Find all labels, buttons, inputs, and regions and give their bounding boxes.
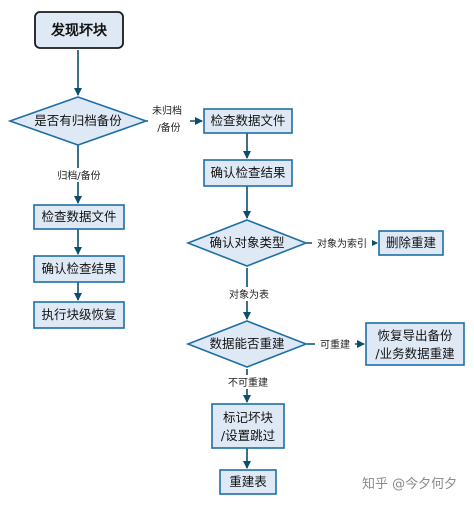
nodes: 发现坏块 是否有归档备份 检查数据文件 确认检查结果 执行块级恢复 检查数据文件… xyxy=(7,11,465,495)
node-right-confirm: 确认检查结果 xyxy=(203,159,293,187)
node-decision-type: 确认对象类型 xyxy=(185,219,309,267)
node-decision-archive: 是否有归档备份 xyxy=(7,96,149,146)
node-right-check-file-label: 检查数据文件 xyxy=(210,113,285,128)
node-decision-rebuild-label: 数据能否重建 xyxy=(209,336,285,351)
node-left-confirm-label: 确认检查结果 xyxy=(41,261,117,276)
node-left-confirm: 确认检查结果 xyxy=(33,255,125,283)
node-decision-rebuild: 数据能否重建 xyxy=(185,320,309,368)
edge-label-archived: 归档/备份 xyxy=(57,169,100,182)
node-restore-export-label-line1: 恢复导出备份 xyxy=(377,328,453,343)
node-left-check-file-label: 检查数据文件 xyxy=(41,209,116,224)
node-drop-rebuild: 删除重建 xyxy=(378,230,444,256)
node-right-check-file: 检查数据文件 xyxy=(203,108,293,134)
edge-label-not-archived-line2: /备份 xyxy=(157,121,180,134)
node-drop-rebuild-label: 删除重建 xyxy=(386,235,437,250)
node-start: 发现坏块 xyxy=(34,11,124,49)
node-mark-bad-block-label-line1: 标记坏块 xyxy=(223,410,274,425)
edge-label-not-archived-line1: 未归档 xyxy=(152,104,182,117)
node-left-check-file: 检查数据文件 xyxy=(33,204,125,230)
node-right-confirm-label: 确认检查结果 xyxy=(210,165,286,180)
node-rebuild-table: 重建表 xyxy=(219,469,277,495)
node-start-label: 发现坏块 xyxy=(50,22,108,39)
edge-labels: 未归档 /备份 归档/备份 对象为索引 对象为表 可重建 不可重建 xyxy=(52,102,372,389)
node-mark-bad-block: 标记坏块 /设置跳过 xyxy=(211,403,285,449)
edge-label-can-rebuild: 可重建 xyxy=(320,338,350,351)
node-left-recover-label: 执行块级恢复 xyxy=(41,307,117,322)
watermark: 知乎 @今夕何夕 xyxy=(362,476,457,492)
edge-label-is-index: 对象为索引 xyxy=(317,237,367,250)
node-restore-export-label-line2: /业务数据重建 xyxy=(375,346,455,361)
edge-label-is-table: 对象为表 xyxy=(229,288,269,301)
node-restore-export: 恢复导出备份 /业务数据重建 xyxy=(365,322,465,366)
edge-label-cannot-rebuild: 不可重建 xyxy=(228,376,268,389)
node-left-recover: 执行块级恢复 xyxy=(33,301,125,329)
node-decision-archive-label: 是否有归档备份 xyxy=(34,113,122,128)
node-decision-type-label: 确认对象类型 xyxy=(209,235,284,250)
node-rebuild-table-label: 重建表 xyxy=(229,474,267,489)
node-mark-bad-block-label-line2: /设置跳过 xyxy=(221,428,276,443)
